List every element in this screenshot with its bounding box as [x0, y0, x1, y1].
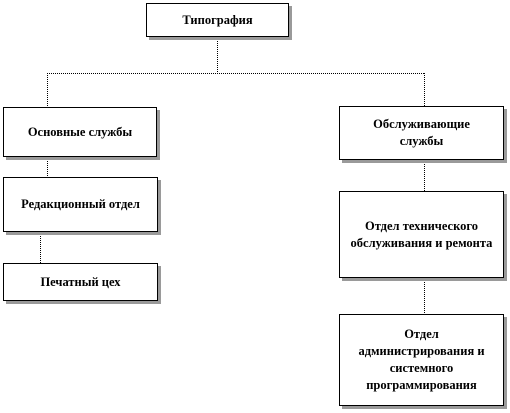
left-child-node-2: Печатный цех — [3, 263, 158, 301]
left-child-label-2: Печатный цех — [40, 274, 121, 289]
right-child-node-2: Отдел администрирования и системного про… — [339, 314, 504, 406]
root-node-label: Типография — [182, 12, 253, 27]
right-child-label-1: Отдел технического обслуживания и ремонт… — [350, 218, 493, 250]
left-branch-node: Основные службы — [3, 107, 157, 157]
right-child-node-1: Отдел технического обслуживания и ремонт… — [339, 191, 504, 278]
right-branch-label: Обслуживающие службы — [373, 117, 470, 148]
left-child-label-1: Редакционный отдел — [21, 197, 140, 212]
root-node: Типография — [146, 3, 289, 37]
right-branch-node: Обслуживающие службы — [339, 106, 504, 160]
left-child-node-1: Редакционный отдел — [3, 177, 158, 232]
right-child-label-2: Отдел администрирования и системного про… — [358, 327, 485, 392]
left-branch-label: Основные службы — [27, 124, 133, 139]
